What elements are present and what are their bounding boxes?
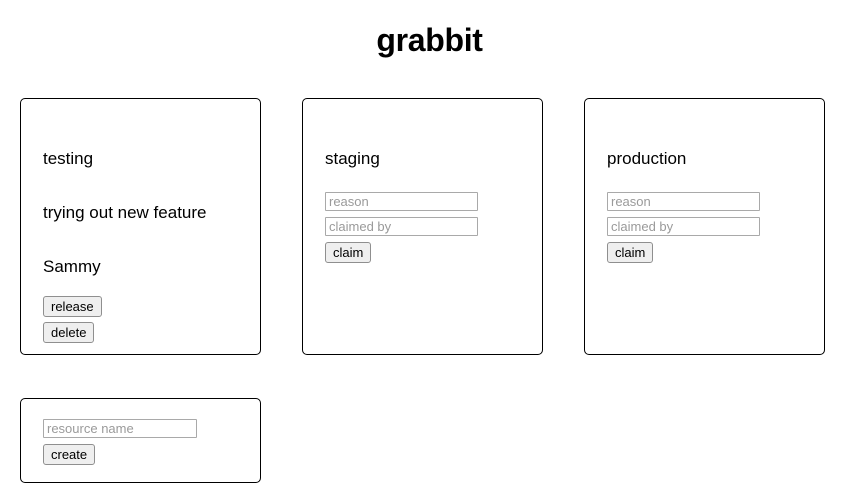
resource-card-grid: testing trying out new feature Sammy rel…: [20, 98, 840, 355]
claimed-by-input[interactable]: [325, 217, 478, 236]
resource-card-staging: staging claim: [302, 98, 543, 355]
resource-card-testing: testing trying out new feature Sammy rel…: [20, 98, 261, 355]
claim-button[interactable]: claim: [607, 242, 654, 263]
resource-name: staging: [325, 149, 380, 168]
resource-name: testing: [43, 149, 94, 168]
reason-input[interactable]: [325, 192, 478, 211]
resource-actions: release delete: [43, 277, 238, 343]
page-title: grabbit: [376, 22, 483, 58]
resource-claimed-by: Sammy: [43, 257, 101, 276]
claimed-by-input[interactable]: [607, 217, 760, 236]
resource-name-input[interactable]: [43, 419, 197, 438]
claim-form: claim: [325, 192, 520, 263]
claim-form: claim: [607, 192, 802, 263]
reason-input[interactable]: [607, 192, 760, 211]
resource-reason: trying out new feature: [43, 203, 207, 222]
claim-button[interactable]: claim: [325, 242, 372, 263]
delete-button[interactable]: delete: [43, 322, 95, 343]
resource-card-production: production claim: [584, 98, 825, 355]
create-button[interactable]: create: [43, 444, 96, 465]
create-resource-card: create: [20, 398, 261, 483]
release-button[interactable]: release: [43, 296, 102, 317]
resource-name: production: [607, 149, 687, 168]
